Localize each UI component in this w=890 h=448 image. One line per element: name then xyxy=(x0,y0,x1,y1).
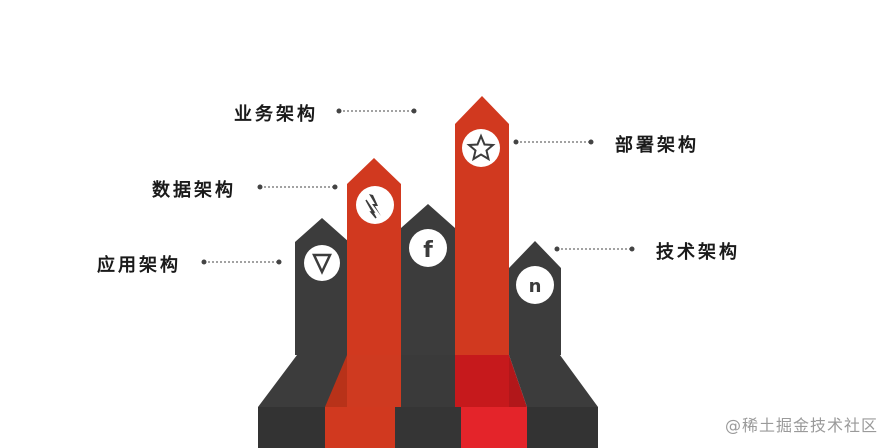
base-front-data xyxy=(325,407,401,448)
arrows xyxy=(295,96,561,355)
base-top-center xyxy=(401,355,455,407)
lightning-icon xyxy=(356,186,394,224)
triangle-down-icon xyxy=(304,245,340,281)
connector-deployment xyxy=(514,140,594,145)
connector-technology xyxy=(555,247,635,252)
base-top-deployment xyxy=(455,355,509,407)
arrow-center xyxy=(401,204,455,355)
watermark-text: @稀土掘金技术社区 xyxy=(725,412,878,436)
base-platform xyxy=(258,355,598,448)
base-front-technology xyxy=(527,407,598,448)
base-front-deployment xyxy=(461,407,527,448)
connector-data xyxy=(258,185,338,190)
label-application-architecture: 应用架构 xyxy=(97,251,181,277)
base-top-data xyxy=(347,355,401,407)
n-icon: n xyxy=(516,266,554,304)
connector-business xyxy=(337,109,417,114)
connector-application xyxy=(202,260,282,265)
svg-text:f: f xyxy=(423,238,433,263)
f-icon: f xyxy=(409,229,447,267)
label-business-architecture: 业务架构 xyxy=(234,100,318,126)
star-icon xyxy=(462,129,500,167)
svg-text:n: n xyxy=(529,276,542,297)
label-data-architecture: 数据架构 xyxy=(152,176,236,202)
arrow-application xyxy=(295,218,349,355)
label-deployment-architecture: 部署架构 xyxy=(615,131,699,157)
base-front-center xyxy=(395,407,461,448)
label-technology-architecture: 技术架构 xyxy=(656,238,740,264)
